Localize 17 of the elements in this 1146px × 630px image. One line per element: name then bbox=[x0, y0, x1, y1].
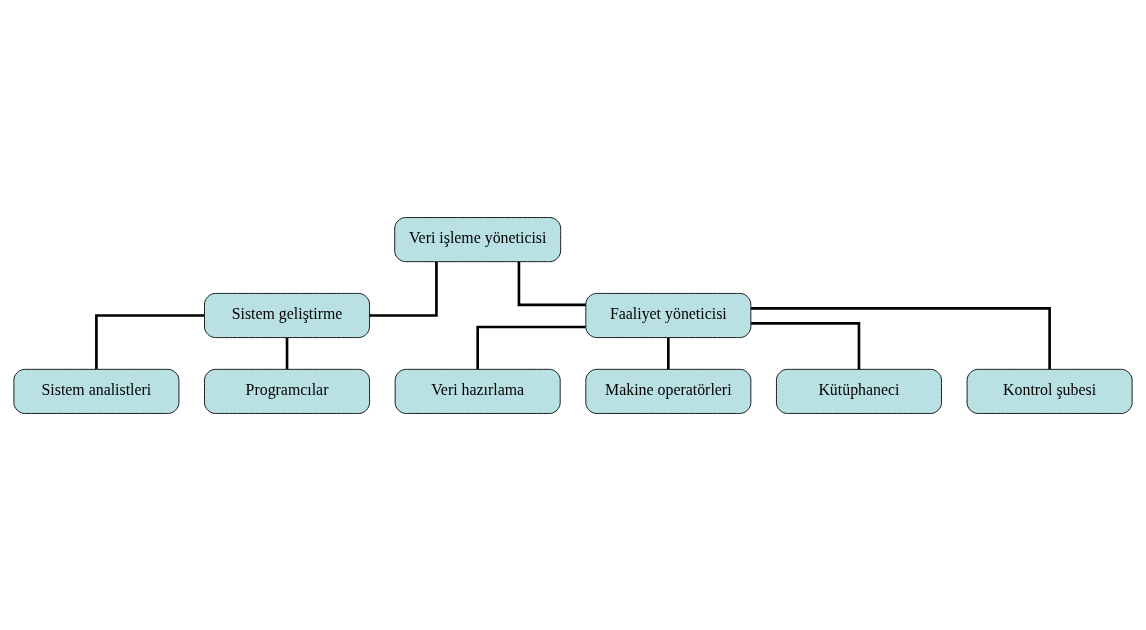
node-box: Sistem geliştirme bbox=[204, 292, 370, 338]
connector bbox=[517, 261, 586, 306]
node-box: Veri işleme yöneticisi bbox=[394, 216, 562, 262]
connector bbox=[476, 325, 586, 369]
connector bbox=[285, 337, 289, 369]
connector bbox=[667, 337, 670, 369]
connector bbox=[751, 321, 861, 369]
node-box: Makine operatörleri bbox=[585, 368, 752, 414]
node-box: Kütüphaneci bbox=[776, 368, 942, 414]
connector bbox=[751, 306, 1051, 369]
node-box: Kontrol şubesi bbox=[966, 368, 1133, 414]
node-box: Programcılar bbox=[204, 368, 370, 414]
connector bbox=[95, 313, 205, 369]
node-box: Faaliyet yöneticisi bbox=[585, 292, 752, 338]
node-box: Veri hazırlama bbox=[394, 368, 561, 414]
node-box: Sistem analistleri bbox=[13, 368, 180, 414]
connector bbox=[369, 261, 438, 317]
